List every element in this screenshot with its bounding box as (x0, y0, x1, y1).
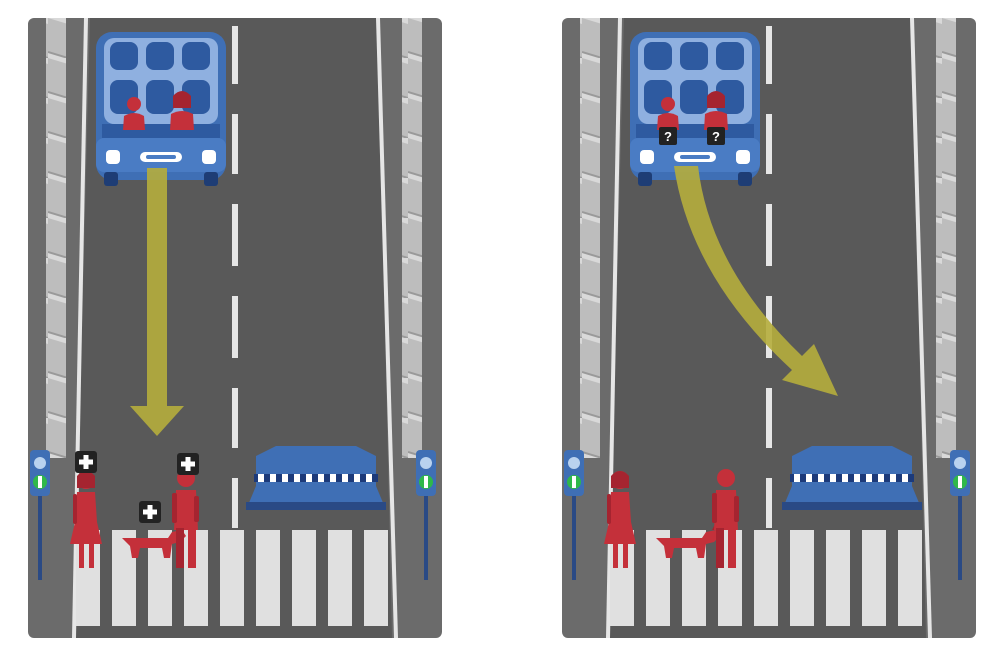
plus-icon (139, 501, 161, 523)
crosswalk (610, 530, 922, 626)
question-marker: ? (659, 127, 677, 145)
lane-divider (232, 26, 238, 528)
scenario-stay-illustration (28, 18, 442, 638)
autonomous-car: ? ? (630, 32, 760, 186)
path-arrow-swerve (674, 166, 838, 396)
svg-text:?: ? (664, 129, 672, 144)
autonomous-car (96, 32, 226, 186)
path-arrow-straight (130, 168, 184, 436)
scenario-stay-panel[interactable] (28, 18, 442, 638)
concrete-barrier (782, 446, 922, 510)
plus-icon (75, 451, 97, 473)
right-wall (402, 18, 422, 458)
right-wall (936, 18, 956, 458)
question-marker: ? (707, 127, 725, 145)
scenario-swerve-illustration: ? ? (562, 18, 976, 638)
road-edge-right (376, 18, 398, 638)
crosswalk (76, 530, 388, 626)
concrete-barrier (246, 446, 386, 510)
road-edge-right (910, 18, 932, 638)
left-wall (580, 18, 600, 458)
left-wall (46, 18, 66, 458)
svg-text:?: ? (712, 129, 720, 144)
scenario-swerve-panel[interactable]: ? ? (562, 18, 976, 638)
plus-icon (177, 453, 199, 475)
